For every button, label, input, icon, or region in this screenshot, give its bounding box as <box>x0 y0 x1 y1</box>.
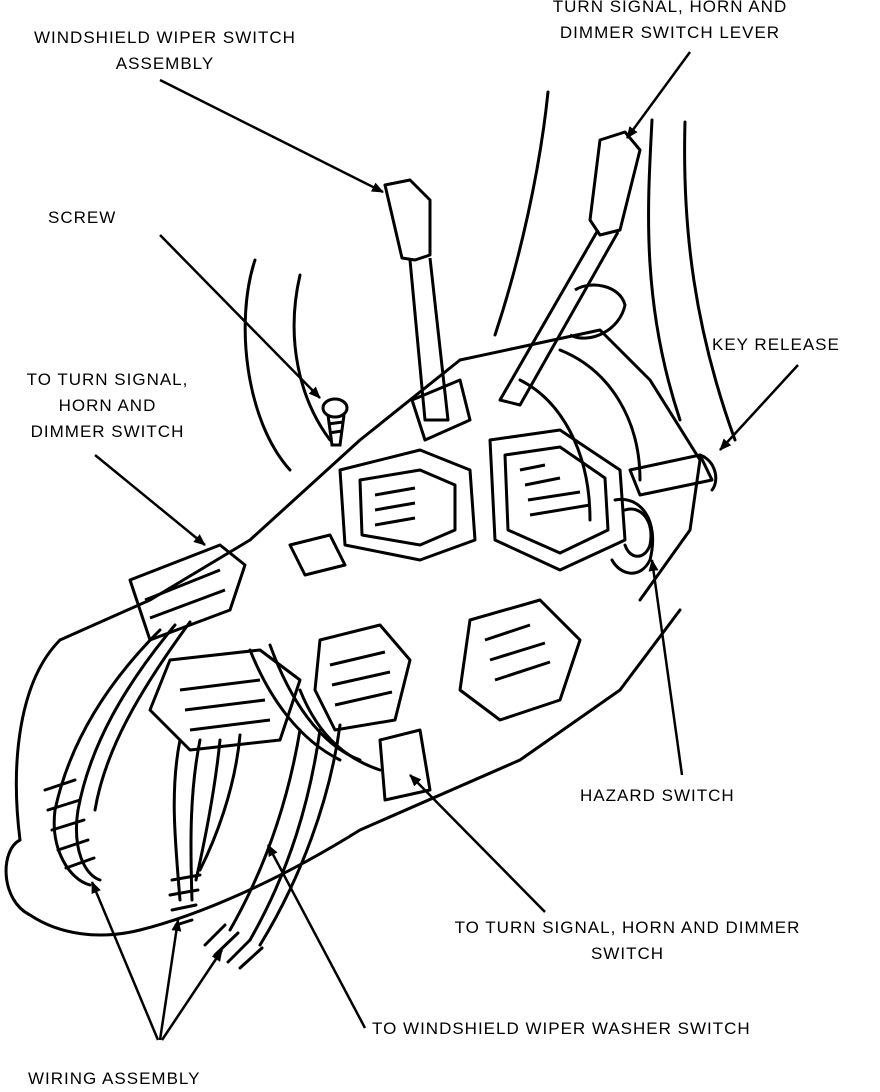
switch-housings <box>128 428 627 802</box>
label-screw: SCREW <box>48 208 117 227</box>
arrow-wiring-1 <box>90 881 160 1041</box>
label-line: TURN SIGNAL, HORN AND <box>552 0 788 16</box>
arrow-wiring-3 <box>160 949 224 1041</box>
label-line: TO TURN SIGNAL, <box>26 370 189 389</box>
label-wiring-assembly: WIRING ASSEMBLY <box>28 1069 201 1088</box>
label-line: HORN AND <box>58 396 157 415</box>
arrow-wiper-assembly <box>159 78 384 194</box>
arrow-turn-signal <box>94 454 206 546</box>
arrow-tsd-switch <box>409 774 546 913</box>
arrow-turn-lever <box>625 51 692 139</box>
screw <box>321 397 349 447</box>
label-to-windshield-wiper-washer-switch: TO WINDSHIELD WIPER WASHER SWITCH <box>372 1019 751 1038</box>
column-outline <box>4 90 737 937</box>
wiper-lever <box>383 178 472 442</box>
label-line: SWITCH <box>590 944 665 963</box>
label-line: TO TURN SIGNAL, HORN AND DIMMER <box>454 918 801 937</box>
wire-harness <box>43 620 382 970</box>
label-line: DIMMER SWITCH LEVER <box>559 23 781 42</box>
label-line: DIMMER SWITCH <box>30 422 185 441</box>
arrow-wiring-2 <box>158 919 182 1041</box>
label-hazard-switch: HAZARD SWITCH <box>580 786 735 805</box>
arrow-screw <box>159 234 321 399</box>
label-turn-signal-horn-dimmer-lever: TURN SIGNAL, HORN AND DIMMER SWITCH LEVE… <box>510 0 830 46</box>
label-to-turn-signal-horn-dimmer: TO TURN SIGNAL, HORN AND DIMMER SWITCH <box>0 367 215 445</box>
turn-signal-lever <box>498 130 642 407</box>
arrow-washer <box>266 844 367 1029</box>
label-key-release: KEY RELEASE <box>712 335 840 354</box>
arrow-key-release <box>719 364 799 451</box>
arrow-hazard <box>648 559 684 776</box>
label-to-turn-signal-horn-dimmer-switch: TO TURN SIGNAL, HORN AND DIMMER SWITCH <box>400 915 855 967</box>
label-line: ASSEMBLY <box>115 54 215 73</box>
leader-arrows <box>90 51 799 1041</box>
label-line: WINDSHIELD WIPER SWITCH <box>34 28 296 47</box>
label-windshield-wiper-switch-assembly: WINDSHIELD WIPER SWITCH ASSEMBLY <box>0 25 330 77</box>
